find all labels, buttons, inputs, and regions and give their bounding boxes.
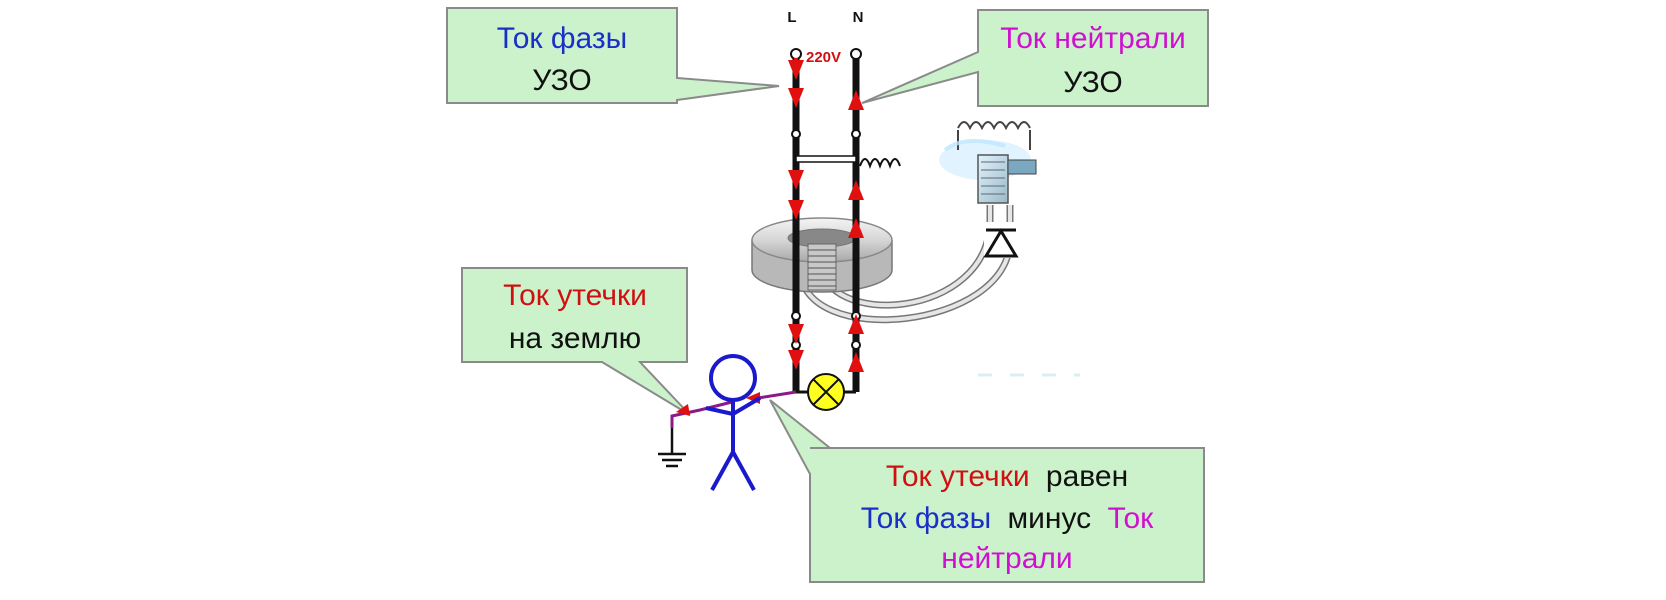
callout-neutral-line2: УЗО <box>1063 66 1123 99</box>
ground-icon <box>658 428 686 468</box>
phase-current-arrows <box>788 58 804 370</box>
formula-neutral-a: Ток <box>1108 502 1155 535</box>
callout-phase-current: Ток фазы УЗО <box>446 7 780 104</box>
terminal-label-phase: L <box>787 9 796 26</box>
callout-leakage-ground: Ток утечки на землю <box>461 267 691 416</box>
formula-minus: минус <box>1008 502 1092 535</box>
toroid-winding <box>807 243 837 291</box>
voltage-label: 220V <box>806 49 841 66</box>
callout-leak-line2: на землю <box>509 322 641 355</box>
diode-icon <box>983 222 1019 258</box>
person-figure <box>705 354 762 491</box>
relay-coil <box>939 121 1037 204</box>
lamp-icon <box>807 373 845 411</box>
callout-leak-line1: Ток утечки <box>503 279 647 312</box>
load-circuit <box>796 373 856 411</box>
callout-phase-line1: Ток фазы <box>497 22 627 55</box>
callout-formula: Ток утечки равен Ток фазы минус Ток нейт… <box>769 399 1205 583</box>
callout-neutral-current: Ток нейтрали УЗО <box>861 9 1209 107</box>
formula-line2: Ток фазы минус Ток <box>861 502 1154 535</box>
formula-neutral-b: нейтрали <box>941 542 1072 575</box>
callout-phase-line2: УЗО <box>532 64 592 97</box>
neutral-current-arrows <box>848 90 864 372</box>
formula-phase: Ток фазы <box>861 502 991 535</box>
formula-line1: Ток утечки равен <box>886 460 1128 493</box>
formula-leak: Ток утечки <box>886 460 1030 493</box>
callout-neutral-line1: Ток нейтрали <box>1000 22 1186 55</box>
terminal-label-neutral: N <box>853 9 864 26</box>
formula-equals: равен <box>1046 460 1128 493</box>
